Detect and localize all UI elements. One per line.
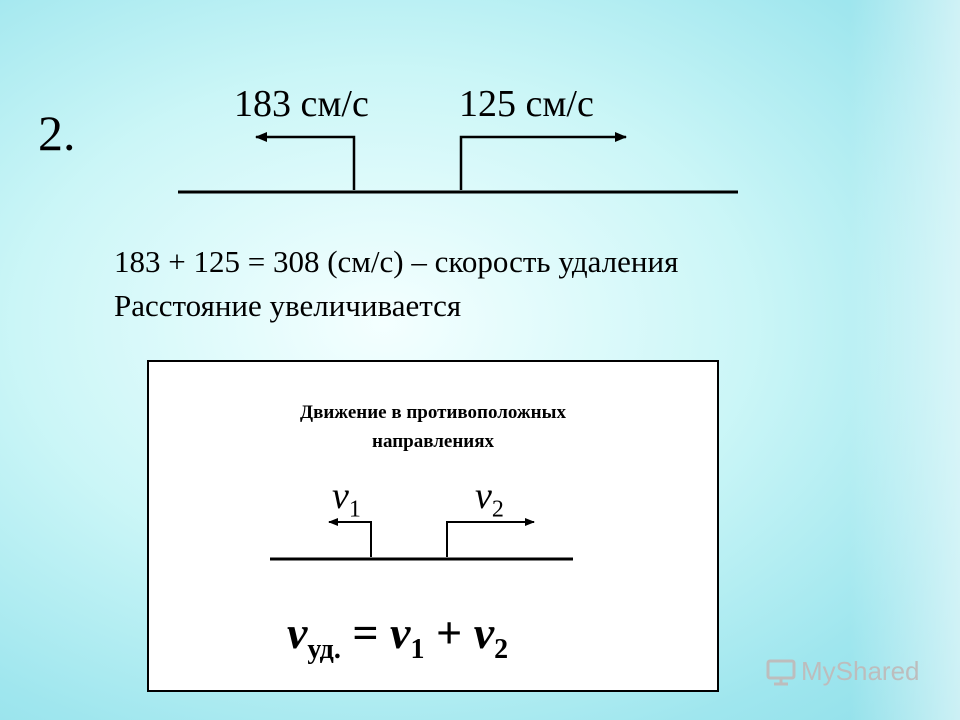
left-arrow xyxy=(255,132,356,190)
background-highlight xyxy=(850,0,960,720)
right-arrow xyxy=(459,132,627,190)
rule-title: Движение в противоположных направлениях xyxy=(149,398,717,456)
v2-label: v2 xyxy=(475,475,504,523)
right-speed-label: 125 см/с xyxy=(459,83,594,125)
speed-formula: vуд. = v1 + v2 xyxy=(287,607,509,666)
rule-right-arrow xyxy=(446,518,535,557)
rule-diagram xyxy=(270,518,573,561)
rule-title-line2: направлениях xyxy=(372,431,494,452)
slideshow-icon xyxy=(766,659,796,685)
left-speed-label: 183 см/с xyxy=(234,83,369,125)
solution-conclusion: Расстояние увеличивается xyxy=(114,288,462,323)
watermark: MyShared xyxy=(766,656,920,687)
rule-title-line1: Движение в противоположных xyxy=(300,402,566,423)
v1-label: v1 xyxy=(332,475,361,523)
rule-left-arrow xyxy=(328,518,372,557)
watermark-text: MyShared xyxy=(801,656,920,686)
slide-number: 2. xyxy=(38,105,76,161)
rule-box: Движение в противоположных направлениях … xyxy=(147,360,719,692)
solution-equation: 183 + 125 = 308 (см/с) – скорость удален… xyxy=(114,244,679,279)
